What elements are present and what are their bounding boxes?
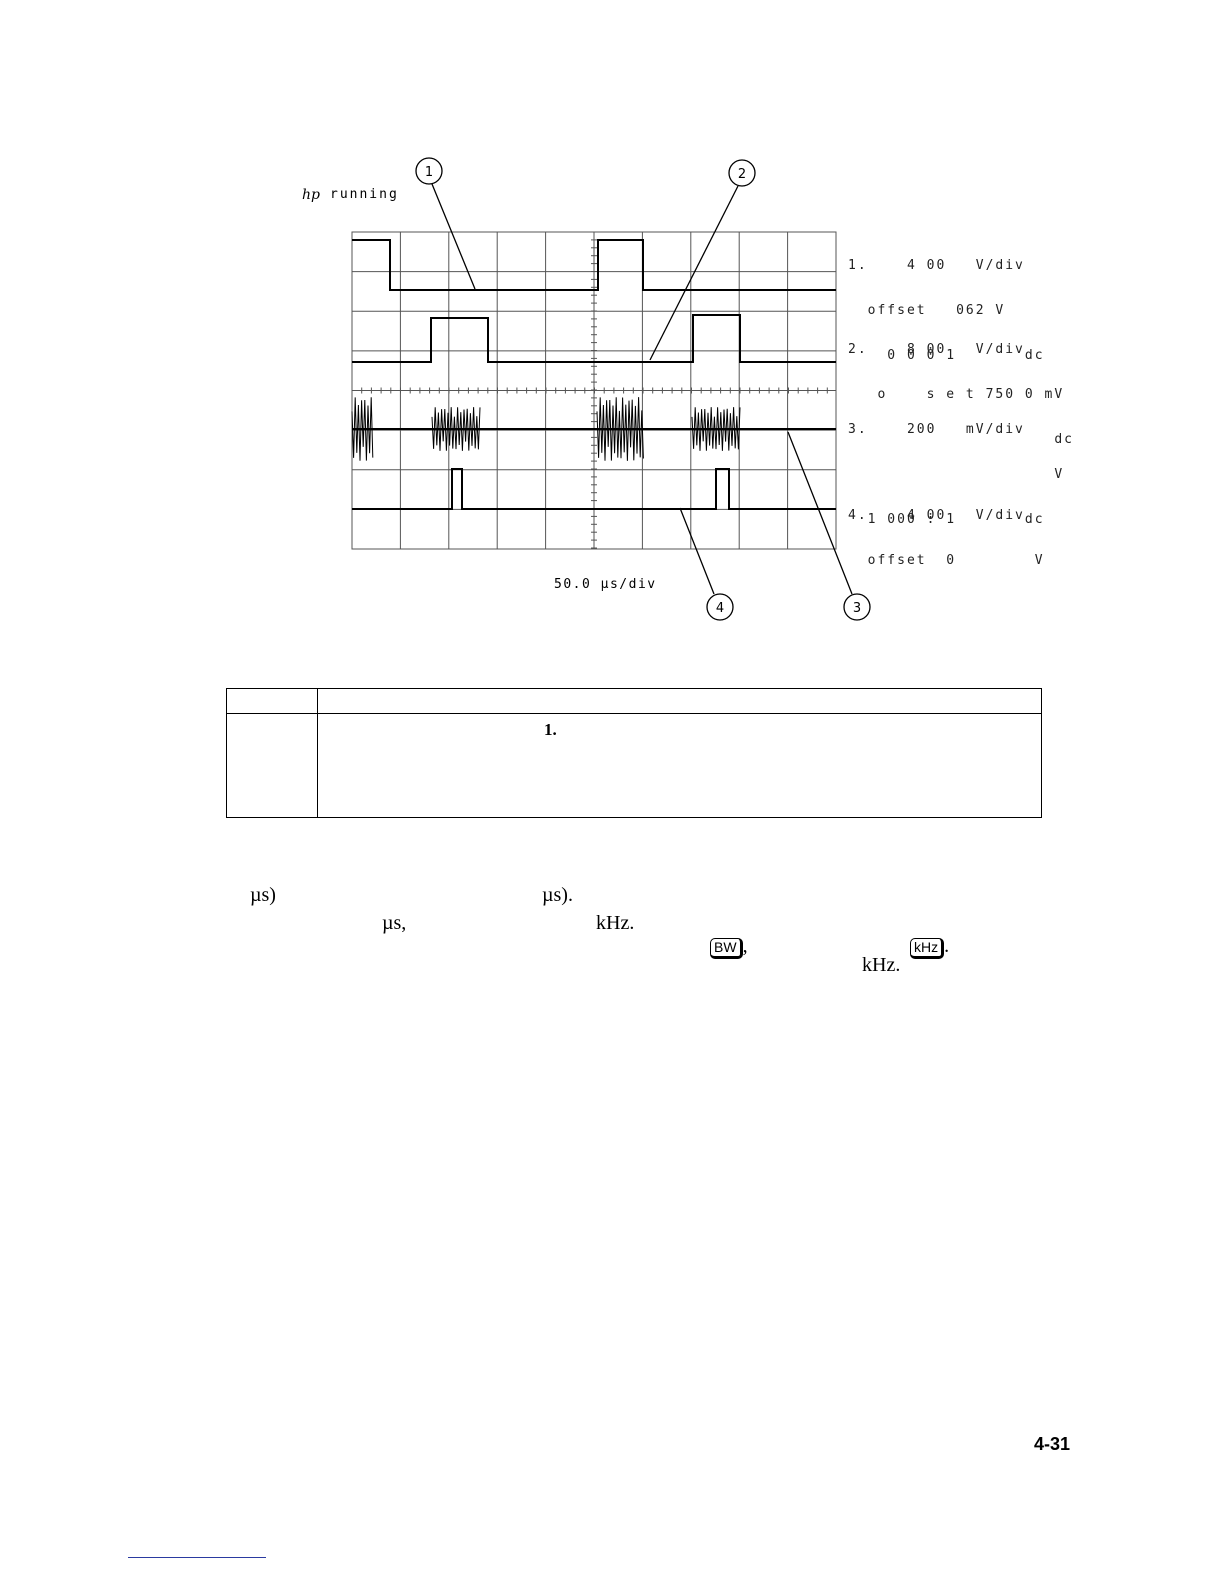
callouts	[415, 157, 871, 621]
callout-1-label: 1	[425, 165, 433, 180]
callout-2-leader	[649, 185, 739, 361]
text-fragment: kHz.	[596, 912, 635, 934]
callout-circle	[415, 157, 443, 185]
channel-2-line: o s e t 750 0 mV	[848, 387, 1065, 402]
description-table: 1.	[226, 688, 1042, 818]
channel-2-line: 2. 8 00 V/div	[848, 342, 1025, 357]
text-fragment: µs,	[382, 912, 407, 934]
khz-key-group: kHz.	[900, 912, 949, 959]
scope-traces	[351, 239, 836, 510]
channel-3-burst	[596, 397, 644, 461]
timebase-label: 50.0 µs/div	[554, 577, 657, 592]
channel-1-info: 1. 4 00 V/div offset 062 V 0 0 0 1 dc	[848, 228, 1045, 378]
channel-3-line: V	[848, 467, 1065, 482]
table-cell: 1.	[317, 713, 1042, 818]
table-header-cell	[226, 688, 318, 714]
channel-3-info: 3. 200 mV/div V 1 000 : 1 dc	[848, 392, 1064, 542]
text-fragment: .	[944, 935, 950, 957]
channel-4-trace	[352, 468, 836, 510]
scope-status: running	[330, 187, 399, 202]
callout-3-leader	[787, 431, 853, 595]
text-fragment: ,	[742, 935, 748, 957]
callout-3-label: 3	[853, 601, 861, 616]
bw-key[interactable]: BW	[710, 938, 743, 959]
channel-2-info: 2. 8 00 V/div o s e t 750 0 mV dc	[848, 312, 1074, 462]
channel-3-line: 3. 200 mV/div	[848, 422, 1025, 437]
channel-3-burst	[431, 407, 481, 451]
callout-2-label: 2	[738, 167, 746, 182]
table-header-cell	[317, 688, 1042, 714]
khz-key[interactable]: kHz	[910, 938, 945, 959]
channel-4-line: 4. 4 00 V/div	[848, 508, 1025, 523]
text-fragment: µs).	[542, 884, 573, 906]
text-fragment: µs)	[250, 884, 276, 906]
callout-circle	[728, 159, 756, 187]
channel-1-line: 0 0 0 1 dc	[848, 348, 1045, 363]
channel-4-info: 4. 4 00 V/div offset 0 V	[848, 478, 1045, 583]
callout-circle	[843, 593, 871, 621]
bw-key-group: BW,	[700, 912, 748, 959]
channel-1-line: 1. 4 00 V/div	[848, 258, 1025, 273]
channel-2-trace	[352, 314, 836, 363]
table-row-marker: 1.	[544, 720, 557, 739]
channel-4-line: offset 0 V	[848, 553, 1045, 568]
table-header-row	[226, 688, 1042, 714]
hp-logo: hp	[302, 187, 320, 203]
callout-1-leader	[431, 183, 476, 290]
table-cell	[226, 713, 318, 818]
oscilloscope-display: hp running 50.0 µs/div 1 2 4 3	[302, 157, 871, 621]
table-row: 1.	[226, 713, 1042, 818]
channel-1-line: offset 062 V	[848, 303, 1006, 318]
channel-3-line: 1 000 : 1 dc	[848, 512, 1045, 527]
channel-2-line: dc	[848, 432, 1075, 447]
text-fragment: kHz.	[862, 954, 901, 976]
channel-1-trace	[352, 239, 836, 291]
callout-circle	[706, 593, 734, 621]
footer-rule	[128, 1557, 266, 1558]
scope-grid	[351, 231, 837, 550]
page-number: 4-31	[1034, 1434, 1071, 1454]
channel-3-burst	[351, 397, 374, 461]
channel-3-burst	[691, 407, 741, 451]
callout-4-leader	[679, 507, 715, 595]
callout-4-label: 4	[716, 601, 724, 616]
